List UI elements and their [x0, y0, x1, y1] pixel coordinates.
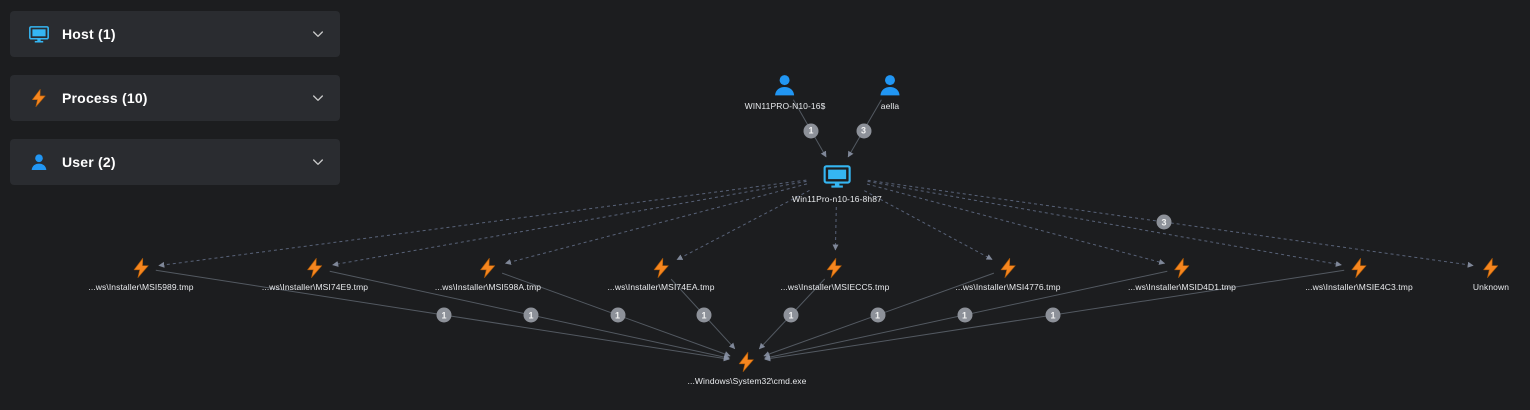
node-label: ...ws\Installer\MSID4D1.tmp	[1127, 282, 1237, 292]
edge-line	[866, 183, 1166, 265]
node-label: Unknown	[1472, 282, 1510, 292]
edge-count-badge: 1	[803, 123, 819, 138]
edge-count-badge: 1	[957, 307, 972, 323]
process-icon	[1348, 257, 1370, 279]
edge-line	[832, 206, 839, 251]
panel-host[interactable]: Host (1)	[10, 11, 340, 57]
node-label: aella	[880, 101, 900, 111]
node-proc-unknown[interactable]: Unknown	[1473, 257, 1509, 292]
node-label: WIN11PRO-N10-16$	[744, 101, 826, 111]
node-proc-8[interactable]: ...ws\Installer\MSIE4C3.tmp	[1305, 257, 1413, 292]
node-label: ...ws\Installer\MSI74EA.tmp	[607, 282, 715, 292]
lightning-bolt-icon	[28, 87, 50, 109]
chevron-down-icon	[310, 90, 326, 106]
panel-host-label: Host (1)	[62, 26, 116, 42]
panel-process-label: Process (10)	[62, 90, 148, 106]
process-icon	[736, 351, 758, 373]
edge-count-badge: 1	[523, 307, 539, 323]
process-icon	[1480, 257, 1502, 279]
node-label: ...ws\Installer\MSIE4C3.tmp	[1305, 282, 1413, 292]
node-proc-3[interactable]: ...ws\Installer\MSI598A.tmp	[435, 257, 541, 292]
panel-user-label: User (2)	[62, 154, 116, 170]
panel-process[interactable]: Process (10)	[10, 75, 340, 121]
edge-count-badge: 1	[610, 307, 625, 323]
node-label: ...ws\Installer\MSI4776.tmp	[955, 282, 1061, 292]
node-proc-cmd[interactable]: ...Windows\System32\cmd.exe	[688, 351, 807, 386]
process-icon	[304, 257, 326, 279]
node-proc-7[interactable]: ...ws\Installer\MSID4D1.tmp	[1128, 257, 1236, 292]
node-label: ...Windows\System32\cmd.exe	[687, 376, 807, 386]
node-proc-4[interactable]: ...ws\Installer\MSI74EA.tmp	[607, 257, 714, 292]
process-icon	[1171, 257, 1193, 279]
user-icon	[28, 151, 50, 173]
edge-line	[332, 180, 807, 267]
edge-line	[504, 183, 808, 265]
node-proc-5[interactable]: ...ws\Installer\MSIECC5.tmp	[781, 257, 890, 292]
chevron-down-icon	[310, 154, 326, 170]
node-label: ...ws\Installer\MSIECC5.tmp	[780, 282, 890, 292]
edge-line	[864, 190, 993, 260]
process-icon	[650, 257, 672, 279]
edge-count-badge: 1	[870, 307, 885, 323]
monitor-icon	[28, 23, 50, 45]
process-icon	[824, 257, 846, 279]
edge-count-badge: 3	[1156, 214, 1172, 230]
edge-count-badge: 1	[436, 307, 452, 323]
edge-count-badge: 3	[856, 123, 871, 138]
edge-line	[676, 189, 810, 261]
node-user-win11[interactable]: WIN11PRO-N10-16$	[745, 72, 826, 111]
node-user-aella[interactable]: aella	[877, 72, 903, 111]
node-label: ...ws\Installer\MSI598A.tmp	[434, 282, 542, 292]
node-proc-1[interactable]: ...ws\Installer\MSI5989.tmp	[88, 257, 194, 292]
edge-count-badge: 1	[1045, 307, 1061, 323]
user-icon	[877, 72, 903, 98]
node-label: ...ws\Installer\MSI5989.tmp	[88, 282, 194, 292]
edge-count-badge: 1	[696, 307, 712, 323]
edge-line	[867, 180, 1342, 267]
process-icon	[477, 257, 499, 279]
node-host-1[interactable]: Win11Pro-n10-16-8h87	[792, 161, 882, 204]
panel-user[interactable]: User (2)	[10, 139, 340, 185]
legend-panels: Host (1) Process (10) User (2)	[10, 11, 340, 185]
process-icon	[997, 257, 1019, 279]
node-proc-6[interactable]: ...ws\Installer\MSI4776.tmp	[955, 257, 1061, 292]
process-icon	[130, 257, 152, 279]
node-label: ...ws\Installer\MSI74E9.tmp	[261, 282, 369, 292]
chevron-down-icon	[310, 26, 326, 42]
host-icon	[822, 161, 852, 191]
node-proc-2[interactable]: ...ws\Installer\MSI74E9.tmp	[262, 257, 368, 292]
edge-count-badge: 1	[783, 307, 799, 323]
edge-line	[158, 179, 807, 268]
node-label: Win11Pro-n10-16-8h87	[792, 194, 882, 204]
user-icon	[772, 72, 798, 98]
